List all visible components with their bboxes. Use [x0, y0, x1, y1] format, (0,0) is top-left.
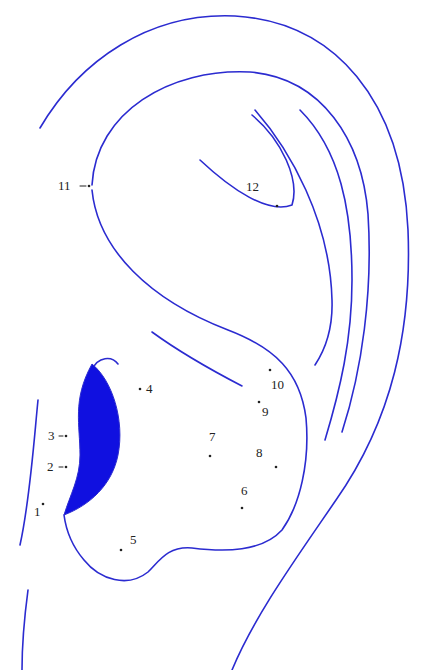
callout-number: 10 [271, 378, 284, 391]
callout-number: 2 [47, 460, 54, 473]
callout-number: 11 [58, 179, 71, 192]
callout-number: 7 [209, 430, 216, 443]
callout-number: 4 [146, 382, 153, 395]
callout-number: 5 [130, 533, 137, 546]
callout-number: 12 [246, 180, 259, 193]
callout-number: 1 [34, 505, 41, 518]
callout-number: 6 [241, 484, 248, 497]
callout-number: 9 [262, 405, 269, 418]
callout-number: 8 [256, 446, 263, 459]
callout-number: 3 [48, 429, 55, 442]
